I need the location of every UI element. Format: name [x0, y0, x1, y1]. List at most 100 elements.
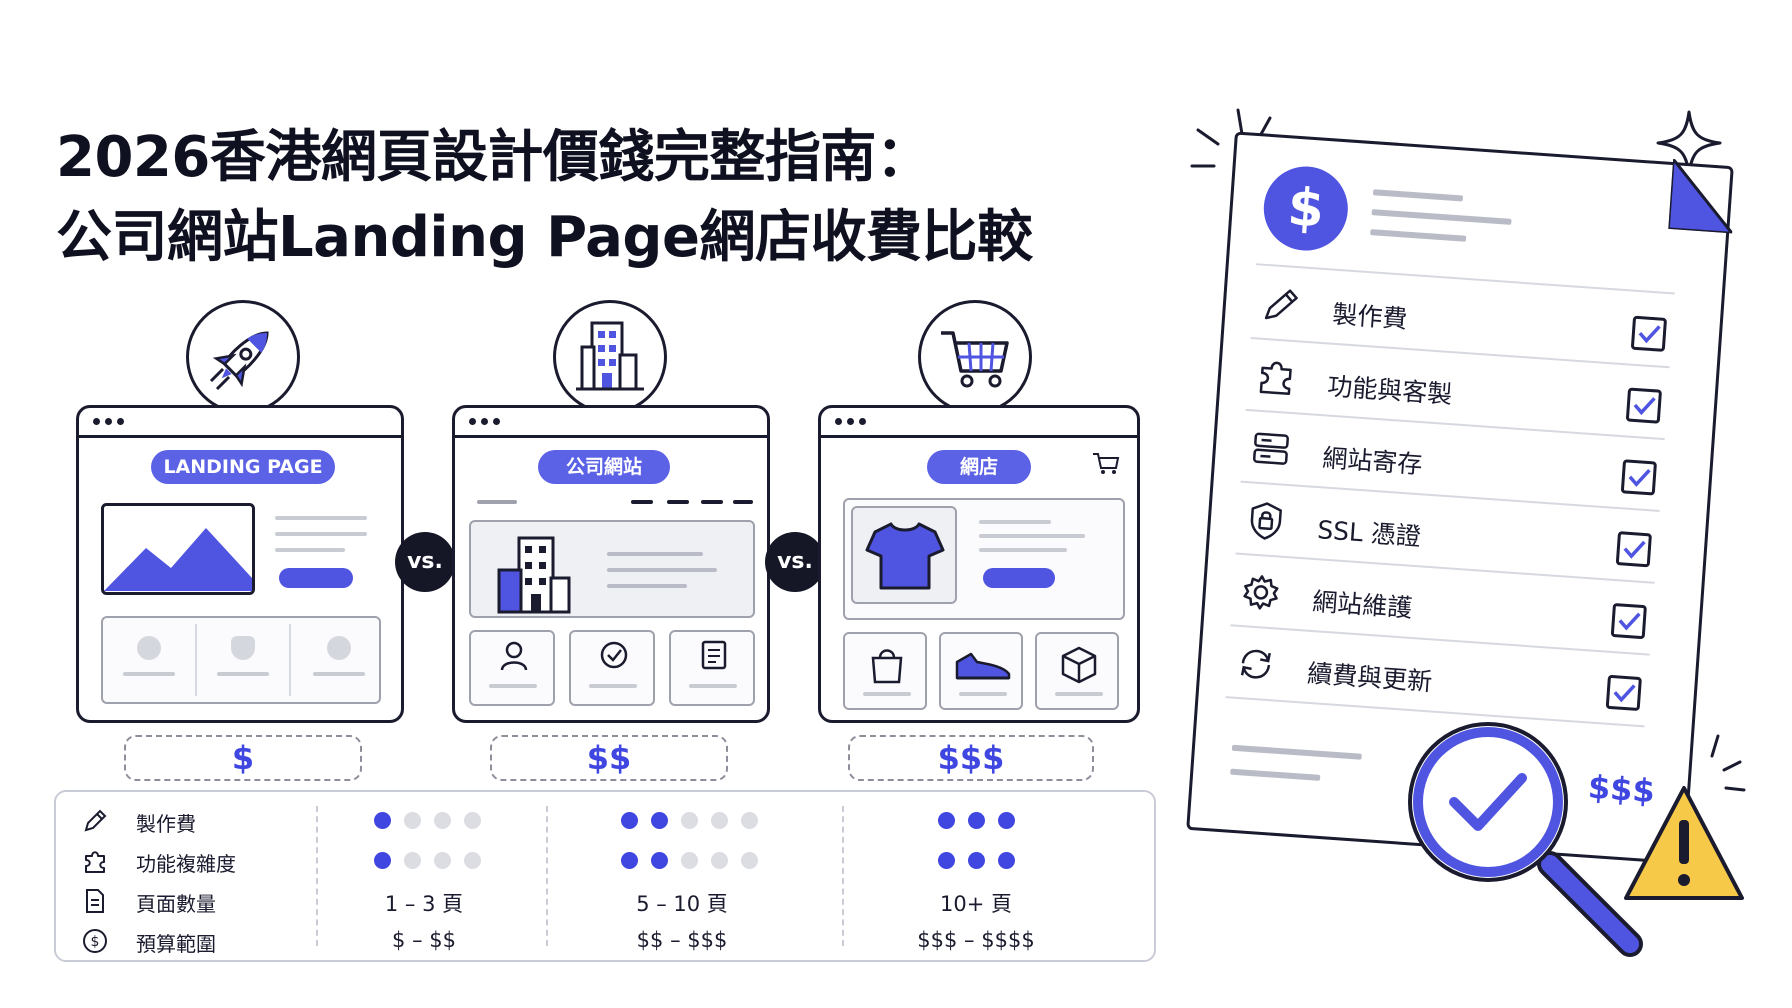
cart-icon-circle — [918, 300, 1032, 414]
rating-dot-empty — [681, 852, 698, 869]
browser-bar — [821, 408, 1137, 438]
checklist-item: 製作費 — [1250, 269, 1675, 369]
rocket-icon-circle — [186, 300, 300, 414]
complexity-rating — [374, 852, 481, 869]
puzzle-icon — [85, 851, 105, 873]
checklist-item: 續費與更新 — [1225, 628, 1650, 728]
rating-dot-empty — [741, 812, 758, 829]
checklist-label: 網站維護 — [1311, 586, 1414, 623]
cart-icon — [1093, 453, 1120, 474]
checklist-item: 網站寄存 — [1240, 412, 1665, 512]
title-line-1: 2026香港網頁設計價錢完整指南： — [56, 125, 932, 190]
checkbox-checked[interactable] — [1610, 602, 1647, 640]
sneaker-icon — [955, 652, 1011, 680]
price-tag: $ — [124, 735, 362, 781]
tshirt-icon — [865, 522, 945, 590]
product-image — [851, 506, 957, 604]
checklist-item: 功能與客製 — [1245, 340, 1670, 441]
price-tag: $$ — [490, 735, 728, 781]
feature-row — [101, 616, 381, 704]
cost-rating — [374, 812, 481, 829]
rating-dot-empty — [434, 852, 451, 869]
rating-dot-filled — [621, 852, 638, 869]
pencil-icon — [1264, 289, 1298, 320]
checklist-label: 網站寄存 — [1321, 443, 1424, 480]
user-icon — [500, 641, 528, 671]
browser-bar — [455, 408, 767, 438]
rating-dot-filled — [938, 852, 955, 869]
pages-cell: 1 – 3 頁 — [384, 892, 464, 916]
rating-dot-filled — [968, 812, 985, 829]
cost-rating — [621, 812, 758, 829]
checklist-label: SSL 憑證 — [1316, 515, 1422, 552]
shopping-bag-icon — [871, 649, 903, 684]
pages-cell: 10+ 頁 — [940, 892, 1012, 916]
vs-badge: vs. — [765, 532, 825, 592]
feature-tile — [669, 630, 755, 706]
row-label: 製作費 — [136, 812, 196, 836]
puzzle-icon — [1259, 361, 1292, 396]
building-icon-circle — [553, 300, 667, 414]
rating-dot-empty — [434, 812, 451, 829]
card-pill-label: 網店 — [927, 450, 1031, 484]
title-line-2: 公司網站Landing Page網店收費比較 — [56, 205, 1033, 270]
document-icon — [701, 640, 727, 670]
company-website-card: 公司網站 — [452, 405, 770, 723]
complexity-rating — [938, 852, 1015, 869]
checkbox-checked[interactable] — [1605, 674, 1642, 712]
online-store-card: 網店 — [818, 405, 1140, 723]
checklist-label: 功能與客製 — [1326, 371, 1454, 410]
checkbox-checked[interactable] — [1625, 387, 1663, 424]
complexity-rating — [621, 852, 758, 869]
checkbox-checked[interactable] — [1630, 315, 1668, 352]
rating-dot-filled — [968, 852, 985, 869]
checkbox-checked[interactable] — [1615, 531, 1652, 568]
page-title: 2026香港網頁設計價錢完整指南： 公司網站Landing Page網店收費比較 — [56, 118, 1033, 278]
price-tag: $$$ — [848, 735, 1094, 781]
row-label: 頁面數量 — [136, 892, 216, 916]
budget-cell: $$$ – $$$$ — [917, 928, 1035, 952]
rating-dot-filled — [374, 812, 391, 829]
budget-cell: $$ – $$$ — [636, 928, 728, 952]
building-icon — [576, 321, 644, 391]
cost-rating — [938, 812, 1015, 829]
image-placeholder-icon — [101, 503, 255, 595]
checkbox-checked[interactable] — [1620, 459, 1658, 496]
rating-dot-empty — [464, 852, 481, 869]
feature-tile — [469, 630, 555, 706]
rating-dot-filled — [651, 812, 668, 829]
burst-lines-icon — [1190, 108, 1272, 168]
product-tile — [1035, 632, 1119, 710]
rocket-icon — [209, 331, 269, 391]
page-icon — [86, 889, 104, 913]
pencil-icon — [84, 809, 107, 832]
row-label: 預算範圍 — [136, 932, 216, 956]
building-icon — [497, 536, 571, 614]
dollar-icon: $ — [83, 929, 107, 953]
rating-dot-filled — [998, 852, 1015, 869]
landing-page-card: LANDING PAGE — [76, 405, 404, 723]
warning-icon — [1624, 734, 1746, 900]
product-tile — [843, 632, 927, 710]
product-panel — [843, 498, 1125, 620]
rating-dot-empty — [404, 812, 421, 829]
gear-icon — [1243, 575, 1279, 610]
cart-icon — [941, 331, 1009, 388]
magnifier-check-icon — [1408, 722, 1643, 957]
rating-dot-filled — [621, 812, 638, 829]
rating-dot-filled — [938, 812, 955, 829]
refresh-icon — [1240, 649, 1271, 679]
folded-corner — [1668, 159, 1734, 234]
checklist-item: SSL 憑證 — [1235, 484, 1660, 584]
rating-dot-empty — [711, 812, 728, 829]
pricing-checklist-document: $ 製作費 功能與客製 網站寄存 SSL 憑證 網站維護 續費與更新 — [1186, 131, 1734, 865]
checklist-label: 製作費 — [1331, 299, 1409, 334]
checklist-item: 網站維護 — [1230, 556, 1655, 656]
rating-dot-empty — [741, 852, 758, 869]
rating-dot-empty — [681, 812, 698, 829]
box-icon — [1061, 646, 1097, 684]
checklist-label: 續費與更新 — [1306, 658, 1434, 697]
rating-dot-filled — [651, 852, 668, 869]
vs-badge: vs. — [395, 532, 455, 592]
rating-dot-empty — [711, 852, 728, 869]
